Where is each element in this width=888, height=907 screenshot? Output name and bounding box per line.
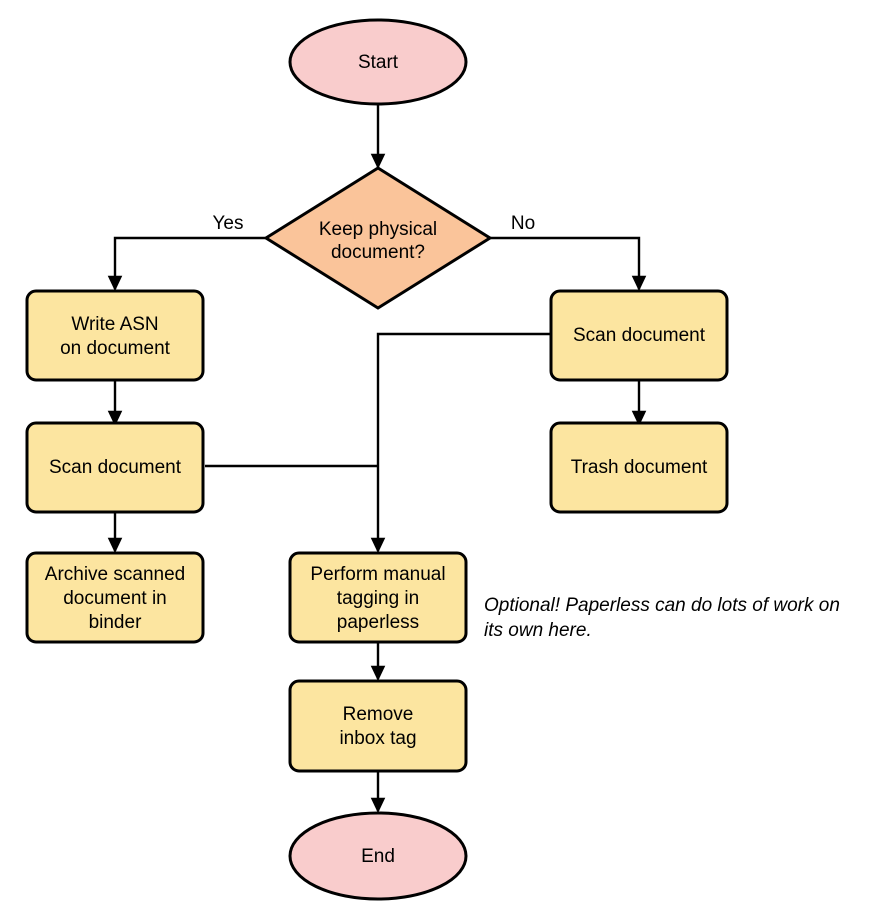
archive-label-line2: document in — [63, 588, 167, 609]
tagging-label-line3: paperless — [337, 612, 419, 633]
write-asn-box — [25, 289, 205, 382]
node-scan-document-left[interactable]: Scan document — [25, 421, 205, 514]
edge-decision-yes-to-write-asn — [107, 236, 266, 292]
node-start[interactable]: Start — [288, 18, 468, 106]
trash-document-label: Trash document — [571, 457, 708, 478]
remove-inbox-tag-box — [288, 679, 468, 773]
start-ellipse — [288, 18, 468, 106]
node-write-asn[interactable]: Write ASN on document — [25, 289, 205, 382]
end-label: End — [361, 846, 395, 867]
archive-label-line1: Archive scanned — [45, 564, 185, 585]
scan-document-left-label: Scan document — [49, 457, 182, 478]
node-trash-document[interactable]: Trash document — [549, 421, 729, 514]
write-asn-label-line1: Write ASN — [71, 314, 158, 335]
edge-decision-no-to-scan-right — [490, 236, 647, 292]
annotation-note-line1: Optional! Paperless can do lots of work … — [484, 595, 840, 616]
node-remove-inbox-tag[interactable]: Remove inbox tag — [288, 679, 468, 773]
decision-label-line1: Keep physical — [319, 219, 437, 240]
write-asn-label-line2: on document — [60, 338, 171, 359]
tagging-label-line2: tagging in — [337, 588, 419, 609]
decision-diamond — [263, 166, 493, 310]
node-scan-document-right[interactable]: Scan document — [549, 289, 729, 382]
remove-inbox-tag-label-line1: Remove — [343, 704, 414, 725]
edge-label-yes: Yes — [213, 213, 244, 234]
archive-box — [25, 551, 205, 644]
start-label: Start — [358, 52, 399, 73]
scan-document-left-box — [25, 421, 205, 514]
node-archive-scanned-document[interactable]: Archive scanned document in binder — [25, 551, 205, 644]
archive-label-line3: binder — [89, 612, 142, 633]
node-perform-manual-tagging[interactable]: Perform manual tagging in paperless — [288, 551, 468, 644]
scan-document-right-box — [549, 289, 729, 382]
remove-inbox-tag-label-line2: inbox tag — [339, 728, 416, 749]
tagging-box — [288, 551, 468, 644]
annotation-note-line2: its own here. — [484, 620, 592, 641]
edge-label-no: No — [511, 213, 535, 234]
node-decision-keep-physical-document[interactable]: Keep physical document? — [263, 166, 493, 310]
tagging-label-line1: Perform manual — [310, 564, 445, 585]
scan-document-right-label: Scan document — [573, 325, 706, 346]
decision-label-line2: document? — [331, 242, 425, 263]
trash-document-box — [549, 421, 729, 514]
edge-scan-right-to-tagging — [370, 332, 552, 554]
node-end[interactable]: End — [288, 811, 468, 901]
end-ellipse — [288, 811, 468, 901]
